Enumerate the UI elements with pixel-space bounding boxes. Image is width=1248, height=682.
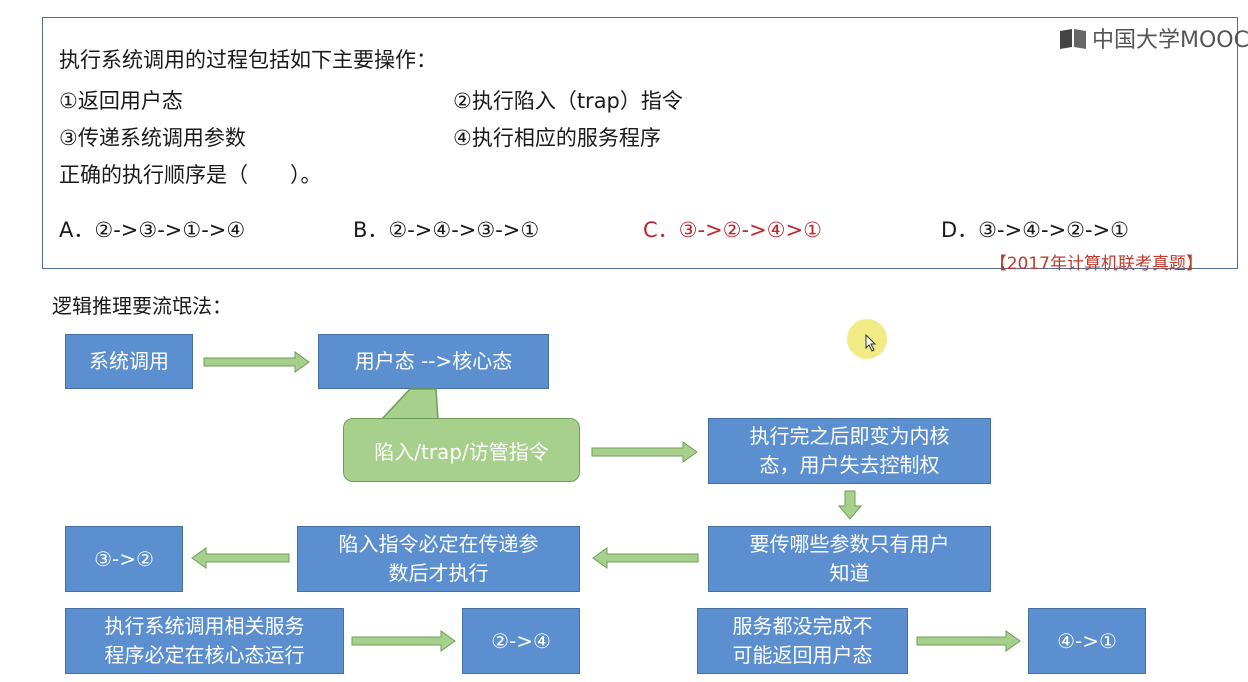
option-d: D．③->④->②->① <box>941 218 1129 242</box>
question-item-3: ③传递系统调用参数 <box>59 126 246 150</box>
box-syscall: 系统调用 <box>65 334 193 389</box>
book-logo-icon <box>1060 29 1086 49</box>
callout-trap-text: 陷入/trap/访管指令 <box>374 439 549 464</box>
box-order-3-2: ③->② <box>65 526 183 592</box>
arrow-right-icon <box>351 630 456 652</box>
box-after-exec: 执行完之后即变为内核 态，用户失去控制权 <box>708 418 991 484</box>
reasoning-title: 逻辑推理要流氓法： <box>52 294 232 318</box>
mooc-watermark: 中国大学MOOC <box>1058 22 1248 54</box>
question-source: 【2017年计算机联考真题】 <box>989 254 1203 274</box>
question-item-2: ②执行陷入（trap）指令 <box>453 89 683 113</box>
question-panel: 执行系统调用的过程包括如下主要操作： ①返回用户态 ②执行陷入（trap）指令 … <box>42 17 1238 274</box>
mooc-watermark-text: 中国大学MOOC <box>1092 28 1248 53</box>
arrow-left-icon <box>191 547 290 569</box>
option-c: C．③->②->④>① <box>643 218 822 242</box>
question-stem: 执行系统调用的过程包括如下主要操作： <box>59 48 437 72</box>
question-item-1: ①返回用户态 <box>59 89 183 113</box>
box-order-4-1: ④->① <box>1028 608 1146 674</box>
callout-trap: 陷入/trap/访管指令 <box>343 418 580 482</box>
question-prompt: 正确的执行顺序是（ ）。 <box>59 163 322 187</box>
box-params-user: 要传哪些参数只有用户 知道 <box>708 526 991 592</box>
box-trap-after-params: 陷入指令必定在传递参 数后才执行 <box>297 526 580 592</box>
arrow-right-icon <box>591 441 698 463</box>
box-service-not-done: 服务都没完成不 可能返回用户态 <box>697 608 908 674</box>
arrow-right-icon <box>203 351 310 373</box>
box-order-2-4: ②->④ <box>462 608 580 674</box>
arrow-left-icon <box>592 547 699 569</box>
question-item-4: ④执行相应的服务程序 <box>453 126 661 150</box>
box-user-to-kernel: 用户态 -->核心态 <box>318 334 549 389</box>
mouse-pointer-icon <box>865 334 877 352</box>
arrow-right-icon <box>916 630 1021 652</box>
box-service-kernel: 执行系统调用相关服务 程序必定在核心态运行 <box>65 608 344 674</box>
callout-tail-icon <box>380 388 439 421</box>
arrow-down-icon <box>838 490 862 520</box>
option-a: A．②->③->①->④ <box>59 218 246 242</box>
option-b: B．②->④->③->① <box>353 218 540 242</box>
